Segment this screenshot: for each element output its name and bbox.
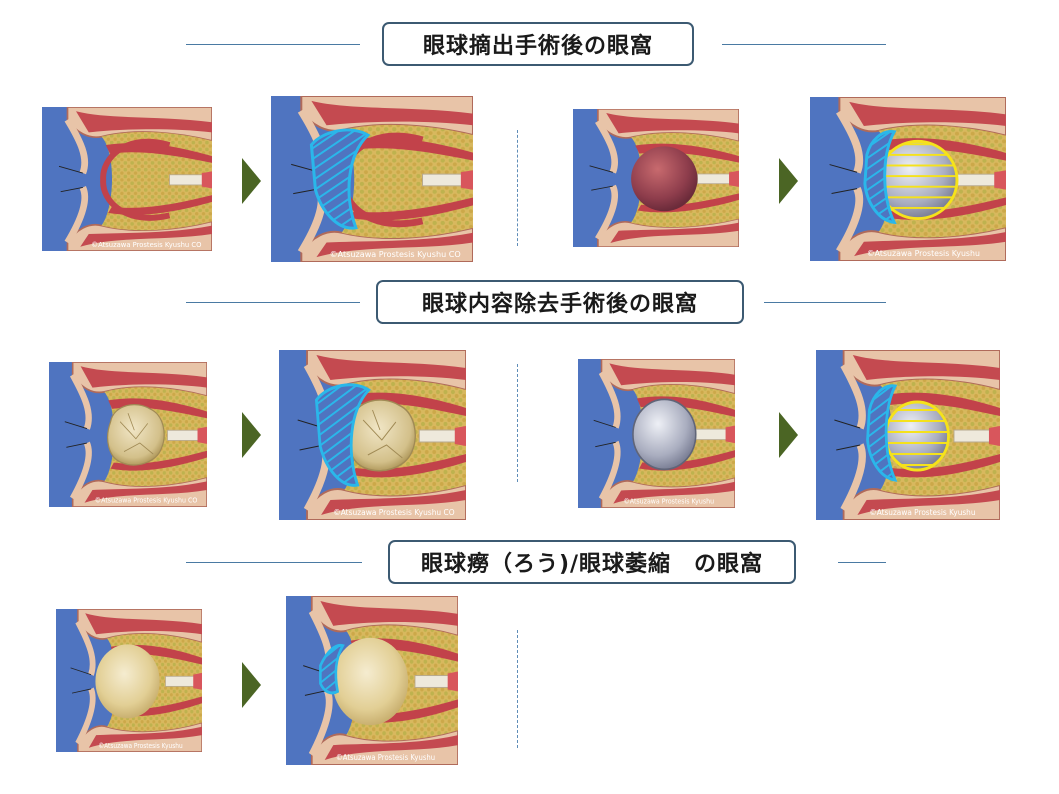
copyright-label: ©Atsuzawa Prostesis Kyushu (867, 249, 980, 258)
section1-rule-left (186, 44, 360, 45)
section3-title-text: 眼球癆（ろう)/眼球萎縮 の眼窩 (420, 552, 764, 577)
section3-rule-left (186, 562, 362, 563)
copyright-label: ©Atsuzawa Prostesis Kyushu (624, 497, 715, 505)
section2-rule-left (186, 302, 360, 303)
orbit-illustration (573, 109, 739, 247)
section3-rule-right (838, 562, 886, 563)
diagram-panel-enucleation-implant (573, 109, 739, 247)
orbit-illustration: ©Atsuzawa Prostesis Kyushu (286, 596, 458, 765)
arrow-icon (779, 158, 798, 204)
section2-title-text: 眼球内容除去手術後の眼窩 (421, 292, 698, 317)
copyright-label: ©Atsuzawa Prostesis Kyushu (98, 741, 182, 750)
arrow-icon (779, 412, 798, 458)
diagram-panel-evisceration-implant: ©Atsuzawa Prostesis Kyushu (578, 359, 735, 508)
arrow-icon (242, 662, 261, 708)
diagram-panel-evisceration-before: ©Atsuzawa Prostesis Kyushu CO (49, 362, 207, 507)
copyright-label: ©Atsuzawa Prostesis Kyushu (869, 508, 975, 517)
copyright-label: ©Atsuzawa Prostesis Kyushu CO (91, 241, 201, 249)
arrow-icon (242, 158, 261, 204)
orbit-illustration: ©Atsuzawa Prostesis Kyushu CO (271, 96, 473, 262)
orbit-illustration: ©Atsuzawa Prostesis Kyushu CO (49, 362, 207, 507)
orbit-illustration: ©Atsuzawa Prostesis Kyushu (578, 359, 735, 508)
diagram-panel-phthisis-before: ©Atsuzawa Prostesis Kyushu (56, 609, 202, 752)
section1-title-text: 眼球摘出手術後の眼窩 (422, 34, 653, 59)
diagram-panel-enucleation-implant-prosthesis: ©Atsuzawa Prostesis Kyushu (810, 97, 1006, 261)
section3-title: 眼球癆（ろう)/眼球萎縮 の眼窩 (388, 540, 796, 584)
section2-divider (517, 364, 518, 482)
diagram-panel-enucleation-before: ©Atsuzawa Prostesis Kyushu CO (42, 107, 212, 251)
copyright-label: ©Atsuzawa Prostesis Kyushu CO (95, 497, 197, 505)
copyright-label: ©Atsuzawa Prostesis Kyushu (336, 753, 435, 763)
section1-rule-right (722, 44, 886, 45)
diagram-panel-evisceration-implant-prosthesis: ©Atsuzawa Prostesis Kyushu (816, 350, 1000, 520)
orbit-illustration: ©Atsuzawa Prostesis Kyushu CO (42, 107, 212, 251)
section1-title: 眼球摘出手術後の眼窩 (382, 22, 694, 66)
orbit-illustration: ©Atsuzawa Prostesis Kyushu (56, 609, 202, 752)
orbit-illustration: ©Atsuzawa Prostesis Kyushu (810, 97, 1006, 261)
copyright-label: ©Atsuzawa Prostesis Kyushu CO (330, 250, 461, 259)
section2-rule-right (764, 302, 886, 303)
copyright-label: ©Atsuzawa Prostesis Kyushu CO (333, 508, 454, 517)
section3-divider (517, 630, 518, 748)
orbit-illustration: ©Atsuzawa Prostesis Kyushu (816, 350, 1000, 520)
arrow-icon (242, 412, 261, 458)
diagram-panel-evisceration-prosthesis: ©Atsuzawa Prostesis Kyushu CO (279, 350, 466, 520)
section1-divider (517, 130, 518, 246)
section2-title: 眼球内容除去手術後の眼窩 (376, 280, 744, 324)
diagram-panel-phthisis-prosthesis: ©Atsuzawa Prostesis Kyushu (286, 596, 458, 765)
diagram-panel-enucleation-prosthesis: ©Atsuzawa Prostesis Kyushu CO (271, 96, 473, 262)
orbit-illustration: ©Atsuzawa Prostesis Kyushu CO (279, 350, 466, 520)
